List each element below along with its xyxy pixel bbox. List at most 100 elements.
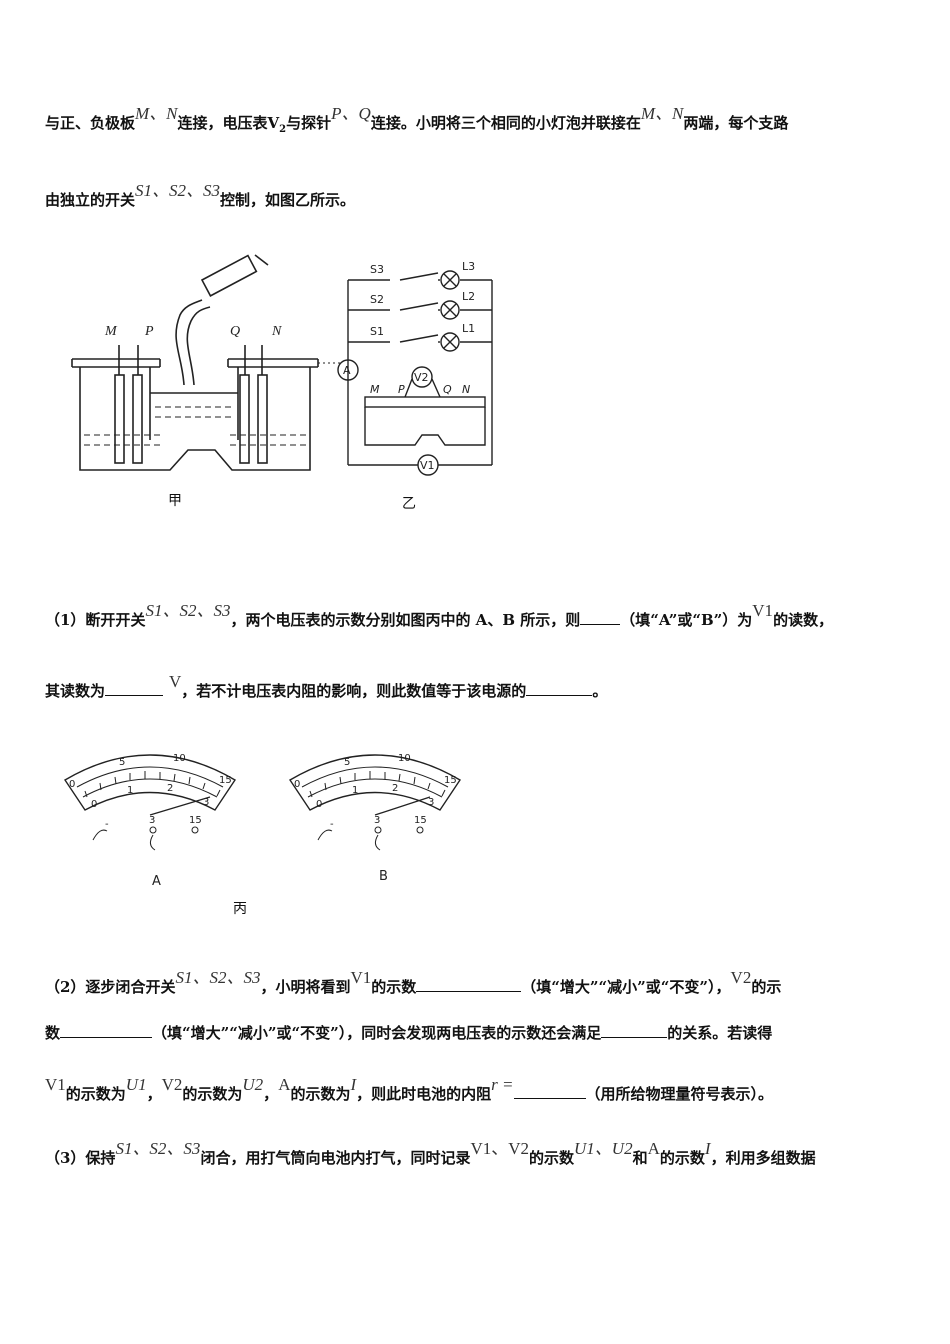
- tick-top-0: 0: [69, 779, 75, 790]
- tick-bottom-2: 2: [392, 783, 398, 794]
- label-l1: L1: [462, 322, 475, 335]
- label-l2: L2: [462, 290, 475, 303]
- label-l3: L3: [462, 260, 475, 273]
- text: V: [267, 114, 280, 132]
- text: 闭合，用打气筒向电池内打气，同时记录: [200, 1149, 471, 1167]
- label-s2: S2: [370, 293, 384, 306]
- text: 两端，每个支路: [683, 114, 789, 132]
- text: （填“增大”“减小”或“不变”），: [521, 978, 731, 996]
- text: ，利用多组数据: [710, 1149, 816, 1167]
- text: 连接，电压表: [177, 114, 268, 132]
- text: （填“A”或“B”）为: [620, 611, 753, 629]
- question-1-line-1: （1）断开开关S1、S2、S3，两个电压表的示数分别如图丙中的 A、B 所示，则…: [45, 601, 910, 630]
- math-ammeter: A: [278, 1075, 291, 1094]
- text: （填“增大”“减小”或“不变”），同时会发现两电压表的示数还会满足: [152, 1024, 602, 1042]
- math-u: U1、U2: [574, 1139, 633, 1158]
- label-s1: S1: [370, 325, 384, 338]
- answer-blank[interactable]: [580, 610, 621, 625]
- math-switches: S1、S2、S3: [115, 1139, 201, 1158]
- text: （1）断开开关: [45, 611, 146, 629]
- meter-a-label: A: [152, 874, 161, 885]
- text: （用所给物理量符号表示）。: [585, 1085, 774, 1103]
- tick-top-0: 0: [294, 779, 300, 790]
- paragraph-intro-line-2: 由独立的开关S1、S2、S3控制，如图乙所示。: [45, 181, 910, 210]
- math-voltmeters: V1、V2: [470, 1139, 530, 1158]
- tick-bottom-3: 3: [428, 797, 434, 808]
- text: 的示数为: [290, 1085, 351, 1103]
- text: 其读数为: [45, 682, 106, 700]
- text: 和: [632, 1149, 648, 1167]
- text: 。: [592, 682, 608, 700]
- terminal-3: 3: [149, 815, 155, 826]
- math-ammeter: A: [647, 1139, 660, 1158]
- text: 的示: [751, 978, 782, 996]
- figure-voltmeters: 0 5 10 15 0 1 2 3 - 3 15 0 5 10 15 0 1 2…: [64, 753, 461, 885]
- math-v1: V1: [45, 1075, 66, 1094]
- math-v1: V1: [350, 968, 372, 987]
- text: （2）逐步闭合开关: [45, 978, 176, 996]
- text: 的示数: [529, 1149, 575, 1167]
- label-p: P: [144, 324, 154, 339]
- text: 的示数: [371, 978, 417, 996]
- label-q: Q: [230, 324, 240, 339]
- tick-top-10: 10: [173, 753, 186, 764]
- caption-jia: 甲: [168, 493, 182, 509]
- math-i: I: [704, 1139, 711, 1158]
- text: 控制，如图乙所示。: [220, 191, 356, 209]
- text: ，则此时电池的内阻: [356, 1085, 492, 1103]
- math-v2: V2: [161, 1075, 183, 1094]
- label-m: M: [104, 324, 118, 339]
- text: 的读数，: [773, 611, 834, 629]
- unit-volt: V: [169, 672, 182, 691]
- meter-b-label: B: [379, 869, 388, 884]
- tick-bottom-2: 2: [167, 783, 173, 794]
- label-circuit-m: M: [370, 383, 380, 396]
- answer-blank[interactable]: [526, 681, 593, 696]
- text: ，: [263, 1085, 279, 1103]
- label-n: N: [271, 324, 282, 339]
- math-v2: V2: [730, 968, 752, 987]
- tick-bottom-0: 0: [316, 799, 322, 810]
- text: 的示数为: [182, 1085, 243, 1103]
- math-mn: M、N: [135, 104, 178, 123]
- answer-blank[interactable]: [60, 1023, 153, 1038]
- tick-top-5: 5: [119, 757, 125, 768]
- text: ，小明将看到: [260, 978, 351, 996]
- question-3-line-1: （3）保持S1、S2、S3闭合，用打气筒向电池内打气，同时记录V1、V2的示数U…: [45, 1139, 910, 1168]
- math-pq: P、Q: [331, 104, 371, 123]
- tick-top-5: 5: [344, 757, 350, 768]
- text: ，: [146, 1085, 162, 1103]
- figure-apparatus-circuit: M P Q N S3 S2 S1 L3 L2 L1 A V2 V1 M P Q …: [71, 254, 493, 476]
- answer-blank[interactable]: [601, 1023, 668, 1038]
- question-2-line-1: （2）逐步闭合开关S1、S2、S3，小明将看到V1的示数 （填“增大”“减小”或“…: [45, 968, 910, 997]
- text: 连接。小明将三个相同的小灯泡并联接在: [370, 114, 641, 132]
- caption-yi: 乙: [402, 496, 416, 512]
- text: （3）保持: [45, 1149, 116, 1167]
- text: 与正、负极板: [45, 114, 136, 132]
- math-switches: S1、S2、S3: [135, 181, 221, 200]
- tick-bottom-1: 1: [352, 785, 358, 796]
- caption-bing: 丙: [233, 901, 247, 917]
- math-u1: U1: [125, 1075, 147, 1094]
- text: 的示数: [659, 1149, 705, 1167]
- math-u2: U2: [242, 1075, 264, 1094]
- math-switches: S1、S2、S3: [175, 968, 261, 987]
- math-mn: M、N: [640, 104, 684, 123]
- question-2-line-3: V1的示数为U1，V2的示数为U2，A的示数为I，则此时电池的内阻r =（用所给…: [45, 1075, 910, 1104]
- answer-blank[interactable]: [513, 1084, 586, 1099]
- text: 的示数为: [65, 1085, 126, 1103]
- text: 数: [45, 1024, 61, 1042]
- answer-blank[interactable]: [416, 977, 522, 992]
- terminal-15: 15: [414, 815, 427, 826]
- tick-top-10: 10: [398, 753, 411, 764]
- question-2-line-2: 数（填“增大”“减小”或“不变”），同时会发现两电压表的示数还会满足的关系。若读…: [45, 1022, 910, 1043]
- label-circuit-n: N: [462, 383, 470, 396]
- answer-blank[interactable]: [105, 681, 164, 696]
- tick-bottom-0: 0: [91, 799, 97, 810]
- label-v2: V2: [414, 371, 429, 384]
- tick-bottom-1: 1: [127, 785, 133, 796]
- math-r: r =: [491, 1075, 514, 1094]
- tick-top-15: 15: [219, 775, 232, 786]
- label-circuit-q: Q: [443, 383, 452, 396]
